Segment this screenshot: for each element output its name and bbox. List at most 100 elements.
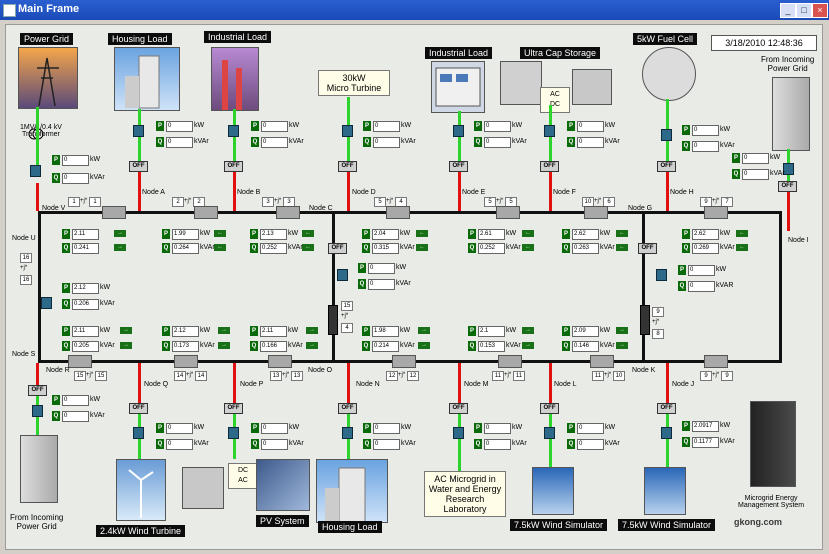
node-r-label: Node R	[46, 367, 70, 374]
bottom-line-switch-4[interactable]	[392, 355, 416, 368]
window-title: Main Frame	[18, 3, 80, 15]
lab-label: AC Microgrid in Water and Energy Researc…	[424, 471, 506, 517]
right-line-switch[interactable]	[640, 305, 650, 335]
breaker-n[interactable]: OFF	[338, 403, 357, 414]
transmission-tower-icon	[37, 57, 59, 107]
q-value: 0	[261, 137, 288, 148]
center-line-switch[interactable]	[328, 305, 338, 335]
bottom-line-switch-5[interactable]	[498, 355, 522, 368]
wire-fuelcell-red	[666, 171, 669, 211]
breaker-q[interactable]: OFF	[129, 403, 148, 414]
node-s-label: Node S	[12, 351, 36, 358]
line-switch-6[interactable]	[584, 206, 608, 219]
microgrid-panel: 3/18/2010 12:48:36 Power Grid Housing Lo…	[5, 24, 823, 550]
bottom-line-switch-1[interactable]	[68, 355, 92, 368]
line-switch-4[interactable]	[386, 206, 410, 219]
breaker-h[interactable]: OFF	[657, 161, 676, 172]
wire-industrial-red	[233, 171, 236, 211]
meter-icon	[228, 125, 239, 137]
wire-m	[458, 413, 461, 471]
breaker-f[interactable]: OFF	[540, 161, 559, 172]
ultracap-label: Ultra Cap Storage	[520, 47, 601, 59]
node-f-label: Node F	[553, 189, 576, 196]
meter-icon	[661, 427, 672, 439]
node-b-label: Node B	[237, 189, 261, 196]
q-value: 0	[742, 169, 769, 180]
meter-icon	[453, 427, 464, 439]
minimize-button[interactable]: _	[780, 3, 796, 18]
bottom-line-switch-7[interactable]	[704, 355, 728, 368]
close-button[interactable]: ×	[812, 3, 828, 18]
bottom-line-switch-2[interactable]	[174, 355, 198, 368]
breaker-e[interactable]: OFF	[449, 161, 468, 172]
building-icon	[125, 55, 160, 109]
wind-simulator-1-image	[532, 467, 574, 515]
housing-bottom-label: Housing Load	[318, 521, 382, 533]
breaker-s[interactable]: OFF	[28, 385, 47, 396]
node-g-label: Node G	[628, 205, 653, 212]
breaker-m[interactable]: OFF	[449, 403, 468, 414]
meter-icon	[544, 427, 555, 439]
power-grid-label: Power Grid	[20, 33, 74, 45]
incoming-grid-top-label: From Incoming Power Grid	[761, 55, 815, 73]
wire-m-red	[458, 363, 461, 403]
p-value: 0	[166, 121, 193, 132]
pv-system-label: PV System	[256, 515, 309, 527]
p-value: 0	[62, 155, 89, 166]
node-h-label: Node H	[670, 189, 694, 196]
q-value: 0	[166, 137, 193, 148]
breaker-p[interactable]: OFF	[224, 403, 243, 414]
industrial-load-1-label: Industrial Load	[204, 31, 272, 43]
q-value: 0	[484, 137, 511, 148]
meter-icon	[228, 427, 239, 439]
breaker-d[interactable]: OFF	[338, 161, 357, 172]
battery-image	[572, 69, 612, 105]
right-bus	[779, 211, 782, 363]
breaker-b[interactable]: OFF	[224, 161, 243, 172]
fuel-cell-label: 5kW Fuel Cell	[633, 33, 698, 45]
line-switch-3[interactable]	[276, 206, 300, 219]
breaker-c-tie[interactable]: OFF	[328, 243, 347, 254]
q-value: 0	[62, 173, 89, 184]
wire-p-red	[233, 363, 236, 403]
ac-dc-converter: AC DC	[540, 87, 570, 113]
line-switch-7[interactable]	[704, 206, 728, 219]
breaker-l[interactable]: OFF	[540, 403, 559, 414]
meter-icon	[544, 125, 555, 137]
breaker-g-tie[interactable]: OFF	[638, 243, 657, 254]
node-u-label: Node U	[12, 235, 36, 242]
meter-icon	[783, 163, 794, 175]
datetime-display: 3/18/2010 12:48:36	[711, 35, 817, 51]
meter-icon	[133, 125, 144, 137]
p-value: 0	[261, 121, 288, 132]
breaker-incoming-top[interactable]: OFF	[778, 181, 797, 192]
q-value: 0	[692, 141, 719, 152]
housing-load-top-label: Housing Load	[108, 33, 172, 45]
wind-simulator-2-image	[644, 467, 686, 515]
industrial-plant-image	[211, 47, 259, 111]
meter-icon	[342, 427, 353, 439]
bottom-line-switch-3[interactable]	[268, 355, 292, 368]
line-switch-2[interactable]	[194, 206, 218, 219]
app-icon	[3, 4, 16, 17]
bottom-line-switch-6[interactable]	[590, 355, 614, 368]
wire-l	[549, 413, 552, 467]
ems-label: Microgrid Energy Management System	[738, 495, 805, 509]
wind-turbine-label: 2.4kW Wind Turbine	[96, 525, 186, 537]
wind-turbine-icon	[128, 469, 154, 518]
incoming-grid-bottom-label: From Incoming Power Grid	[10, 513, 64, 531]
node-e-label: Node E	[462, 189, 486, 196]
breaker-j[interactable]: OFF	[657, 403, 676, 414]
industrial-load-2-label: Industrial Load	[425, 47, 493, 59]
dc-ac-inverter: DC AC	[228, 463, 258, 489]
maximize-button[interactable]: □	[796, 3, 812, 18]
wire-s-red	[36, 363, 39, 385]
node-q-label: Node Q	[144, 381, 169, 388]
breaker-a[interactable]: OFF	[129, 161, 148, 172]
p-value: 0	[484, 121, 511, 132]
line-switch-1[interactable]	[102, 206, 126, 219]
wire-ultracap-red	[549, 171, 552, 211]
line-switch-5[interactable]	[496, 206, 520, 219]
wire-grid-red	[36, 183, 39, 211]
